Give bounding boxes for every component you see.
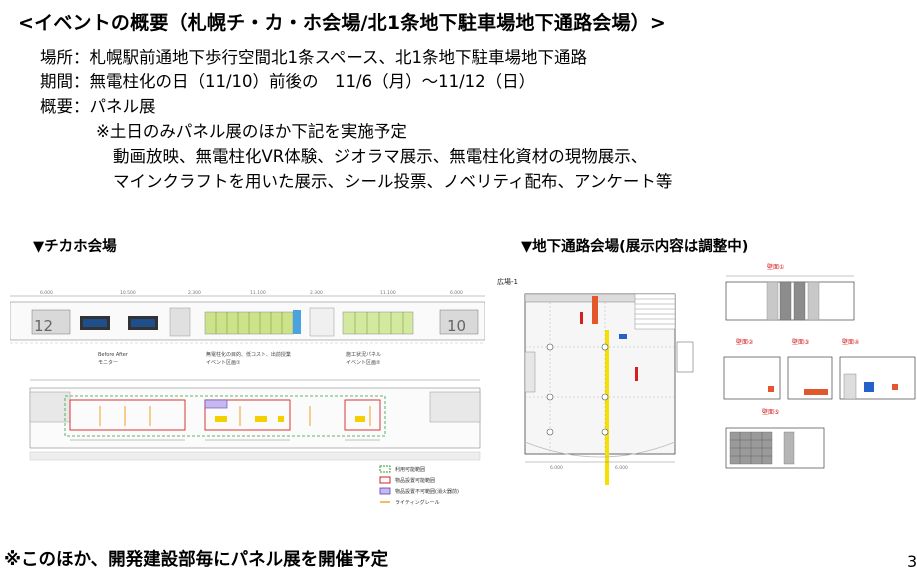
svg-text:2.300: 2.300 — [188, 290, 201, 296]
wall-1-label: 壁面① — [767, 263, 784, 271]
svg-text:モニター: モニター — [98, 359, 118, 366]
wall-2-label: 壁面② — [736, 338, 754, 346]
legend-lighting-rail: ライティングレール — [395, 499, 440, 506]
activities-line-1: 動画放映、無電柱化VR体験、ジオラマ展示、無電柱化資材の現物展示、 — [113, 147, 648, 166]
svg-text:イベント区画②: イベント区画② — [346, 360, 381, 366]
chikaho-section-heading: ▼チカホ会場 — [33, 239, 117, 255]
footer-note: ※このほか、開発建設部毎にパネル展を開催予定 — [4, 550, 389, 570]
plan-legend: 利用可能範囲 物品設置可能範囲 物品設置不可範囲(消火器前) ライティングレール — [379, 465, 459, 506]
page-number: 3 — [907, 552, 917, 571]
wall-3-label: 壁面③ — [792, 338, 809, 346]
svg-text:6.000: 6.000 — [40, 290, 53, 296]
page-title: <イベントの概要（札幌チ・カ・ホ会場/北1条地下駐車場地下通路会場）> — [18, 12, 667, 34]
weekend-note: ※土日のみパネル展のほか下記を実施予定 — [96, 122, 407, 141]
svg-text:2.300: 2.300 — [310, 290, 323, 296]
activities-line-2: マインクラフトを用いた展示、シール投票、ノベリティ配布、アンケート等 — [113, 172, 673, 191]
svg-text:6.000: 6.000 — [450, 290, 463, 296]
svg-text:無電柱化の目的、低コスト、出前授業: 無電柱化の目的、低コスト、出前授業 — [206, 351, 291, 358]
svg-text:11.100: 11.100 — [250, 290, 266, 296]
place-line: 場所：札幌駅前通地下歩行空間北1条スペース、北1条地下駐車場地下通路 — [40, 48, 588, 67]
svg-text:11.100: 11.100 — [380, 290, 396, 296]
area-label: 広場-1 — [497, 277, 518, 286]
svg-text:10.500: 10.500 — [120, 290, 136, 296]
legend-placement: 物品設置可能範囲 — [395, 477, 435, 484]
svg-text:6.000: 6.000 — [615, 465, 628, 471]
underground-section-heading: ▼地下通路会場(展示内容は調整中) — [521, 239, 749, 255]
legend-not-allowed: 物品設置不可範囲(消火器前) — [395, 488, 459, 495]
svg-text:イベント区画①: イベント区画① — [206, 360, 241, 366]
underground-floor-plan: 広場-1 6.000 6.000 — [497, 277, 694, 485]
block-12-label: 12 — [34, 317, 53, 335]
legend-usable: 利用可能範囲 — [395, 466, 425, 473]
summary-line: 概要：パネル展 — [40, 97, 156, 116]
svg-text:施工状況パネル: 施工状況パネル — [346, 351, 381, 358]
period-line: 期間：無電柱化の日（11/10）前後の 11/6（月）～11/12（日） — [40, 72, 536, 91]
svg-text:6.000: 6.000 — [550, 465, 563, 471]
block-10-label: 10 — [447, 317, 466, 335]
wall-5-label: 壁面⑤ — [762, 408, 779, 416]
wall-4-label: 壁面④ — [842, 338, 859, 346]
wall-elevations: 壁面① 壁面② 壁面③ 壁面④ 壁面⑤ — [723, 263, 916, 469]
svg-text:Before After: Before After — [98, 352, 129, 358]
